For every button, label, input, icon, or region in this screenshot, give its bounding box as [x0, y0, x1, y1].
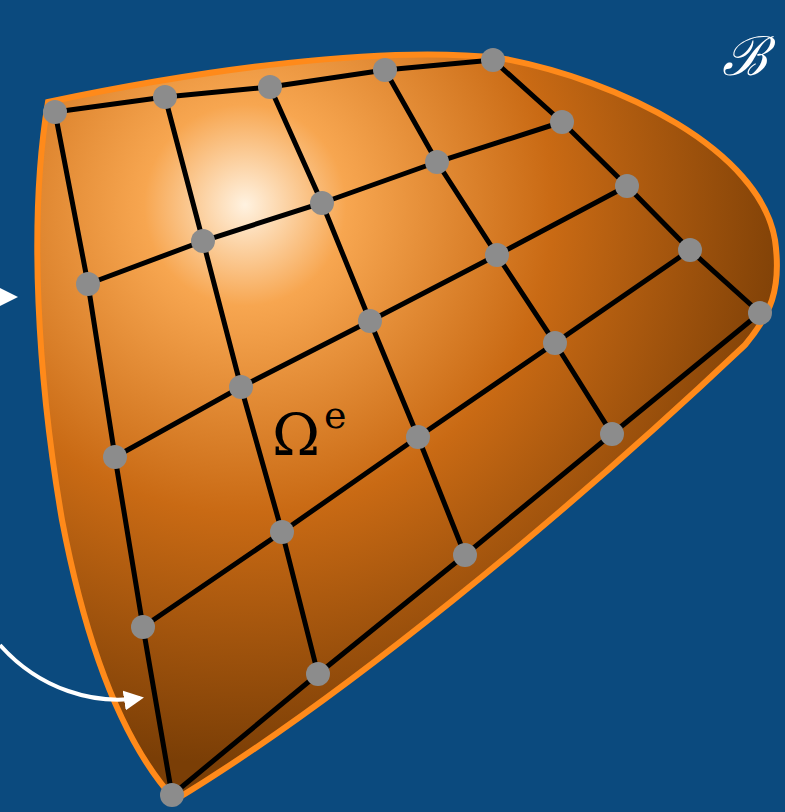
mesh-node	[310, 191, 334, 215]
pointer-arrow	[0, 645, 140, 700]
mesh-node	[373, 58, 397, 82]
element-edge	[270, 87, 465, 555]
element-superscript: e	[324, 396, 347, 434]
mesh-node	[270, 520, 294, 544]
mesh-node	[306, 662, 330, 686]
mesh-node	[406, 425, 430, 449]
mesh-lines	[55, 60, 760, 795]
mesh-node	[615, 174, 639, 198]
mesh-node	[103, 445, 127, 469]
element-edge	[115, 186, 627, 457]
mesh-node	[678, 238, 702, 262]
element-edge	[55, 60, 493, 112]
mesh-node	[76, 272, 100, 296]
element-symbol: Ω	[272, 406, 320, 464]
mesh-node	[258, 75, 282, 99]
mesh-node	[550, 110, 574, 134]
element-edge	[172, 313, 760, 795]
element-edge	[88, 122, 562, 284]
body-symbol: ℬ	[722, 30, 767, 84]
element-edge	[143, 250, 690, 627]
mesh-node	[43, 100, 67, 124]
mesh-node	[453, 543, 477, 567]
element-edge	[493, 60, 760, 313]
mesh-node	[153, 85, 177, 109]
mesh-node	[358, 309, 382, 333]
mesh-node	[229, 375, 253, 399]
mesh-node	[191, 229, 215, 253]
mesh-node	[543, 331, 567, 355]
mesh-node	[748, 301, 772, 325]
pointer-arrow	[0, 295, 14, 299]
element-edge	[165, 97, 318, 674]
mesh-node	[600, 422, 624, 446]
mesh-node	[481, 48, 505, 72]
mesh-node	[131, 615, 155, 639]
mesh-node	[485, 243, 509, 267]
body-outline	[37, 54, 777, 800]
mesh-node	[425, 150, 449, 174]
mesh-node	[160, 783, 184, 807]
element-edge	[385, 70, 612, 434]
mesh-nodes	[43, 48, 772, 807]
